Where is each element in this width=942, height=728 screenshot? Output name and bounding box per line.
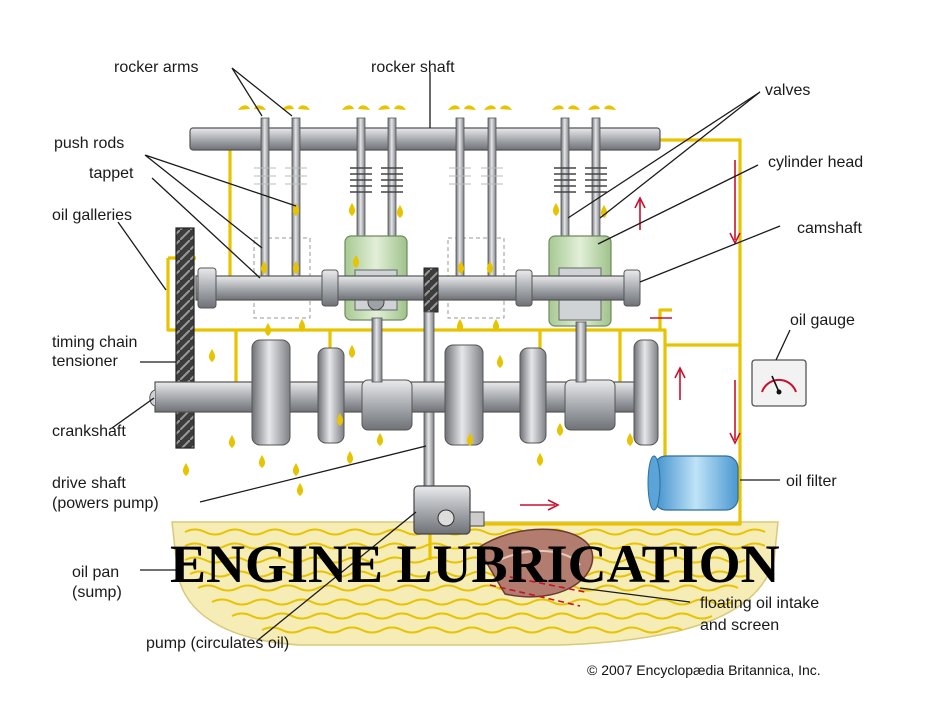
flow-arrows <box>520 160 741 511</box>
label-oil-pan-line2: (sump) <box>72 584 122 601</box>
timing-chain-tensioner <box>175 227 195 449</box>
label-valves: valves <box>765 82 810 99</box>
label-timing-chain-line1: timing chain <box>52 334 137 351</box>
label-drive-shaft-line2: (powers pump) <box>52 495 159 512</box>
rocker-shaft <box>189 127 661 151</box>
label-intake-line2: and screen <box>700 617 779 634</box>
label-rocker-arms: rocker arms <box>114 59 198 76</box>
oil-gauge <box>751 359 807 407</box>
oil-wave-lines <box>184 528 766 634</box>
label-intake-line1: floating oil intake <box>700 595 819 612</box>
oil-pump <box>413 485 485 535</box>
floating-oil-intake <box>476 528 594 607</box>
label-push-rods: push rods <box>54 135 124 152</box>
label-rocker-shaft: rocker shaft <box>371 59 455 76</box>
label-oil-galleries: oil galleries <box>52 207 132 224</box>
page-title: ENGINE LUBRICATION <box>170 534 780 594</box>
label-oil-filter: oil filter <box>786 473 837 490</box>
label-camshaft: camshaft <box>797 220 862 237</box>
label-drive-shaft-line1: drive shaft <box>52 475 126 492</box>
label-cylinder-head: cylinder head <box>768 154 863 171</box>
crankshaft <box>149 317 659 446</box>
label-pump: pump (circulates oil) <box>146 635 289 652</box>
camshaft <box>195 267 641 313</box>
label-tappet: tappet <box>89 165 134 182</box>
label-crankshaft: crankshaft <box>52 423 126 440</box>
label-oil-pan-line1: oil pan <box>72 564 119 581</box>
oil-filter <box>647 455 739 511</box>
label-timing-chain-line2: tensioner <box>52 353 118 370</box>
copyright-notice: © 2007 Encyclopædia Britannica, Inc. <box>587 662 821 678</box>
oil-pan <box>171 521 779 646</box>
label-oil-gauge: oil gauge <box>790 312 855 329</box>
label-leader-lines <box>111 67 791 641</box>
